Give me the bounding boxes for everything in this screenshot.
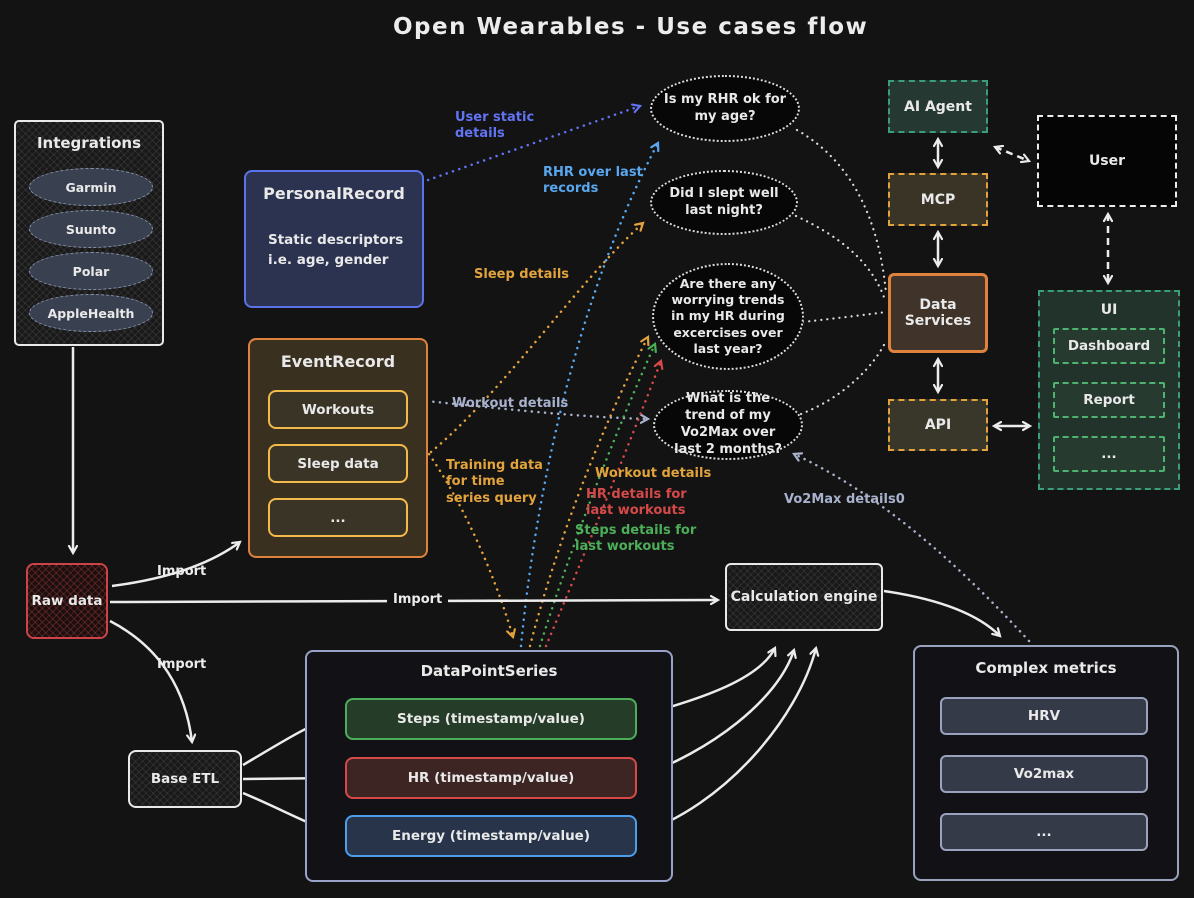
metric-more[interactable]: ...: [940, 813, 1148, 851]
label-import-baseetl: Import: [157, 657, 207, 672]
api-box: API: [888, 399, 988, 451]
label-vo2max-details: Vo2Max details0: [784, 492, 905, 507]
question-vo2max-trend: What is the trend of my Vo2Max over last…: [653, 390, 803, 460]
label-sleep-details: Sleep details: [474, 267, 570, 282]
ui-box: UI Dashboard Report ...: [1038, 290, 1180, 490]
personal-record-body: Static descriptors i.e. age, gender: [268, 232, 404, 269]
label-workout-details-yellow: Workout details: [595, 466, 712, 481]
event-record-title: EventRecord: [280, 352, 396, 371]
edge-q1-to-data-services: [795, 128, 888, 295]
event-record-workouts[interactable]: Workouts: [268, 390, 408, 429]
personal-record-title: PersonalRecord: [263, 184, 405, 203]
edge-q2-to-data-services: [794, 214, 887, 302]
edge-import-rawdata-baseetl: [109, 619, 192, 742]
series-energy[interactable]: Energy (timestamp/value): [345, 815, 637, 857]
edge-rhr-over-last-records: [519, 143, 658, 648]
label-workout-details-gray: Workout details: [452, 396, 569, 411]
integrations-box: Integrations Garmin Suunto Polar AppleHe…: [14, 120, 164, 346]
ui-report[interactable]: Report: [1053, 382, 1165, 418]
question-rhr-ok: Is my RHR ok for my age?: [650, 75, 800, 142]
label-import-calcengine: Import: [387, 592, 449, 609]
mcp-box: MCP: [888, 173, 988, 226]
label-steps-details: Steps details for last workouts: [575, 523, 697, 555]
page-title: Open Wearables - Use cases flow: [393, 14, 869, 40]
metric-hrv[interactable]: HRV: [940, 697, 1148, 735]
edge-import-rawdata-eventrecord: [111, 542, 240, 588]
edge-aiagent-user: [995, 147, 1029, 161]
data-services-box: Data Services: [888, 273, 988, 353]
integrations-title: Integrations: [36, 134, 142, 152]
label-rhr-over-last-records: RHR over last records: [543, 165, 643, 197]
datapoint-series-title: DataPointSeries: [420, 662, 558, 680]
edge-q4-to-data-services: [799, 339, 888, 416]
edge-steps-details: [538, 344, 655, 648]
label-training-data: Training data for time series query: [446, 458, 543, 506]
ui-dashboard[interactable]: Dashboard: [1053, 328, 1165, 364]
event-record-box: EventRecord Workouts Sleep data ...: [248, 338, 428, 558]
edge-calcengine-complexmetrics: [883, 589, 1000, 636]
metric-vo2max[interactable]: Vo2max: [940, 755, 1148, 793]
user-box: User: [1037, 115, 1177, 207]
edge-workout-details-to-vo2max-question: [405, 397, 648, 419]
integration-garmin[interactable]: Garmin: [29, 168, 153, 206]
ui-title: UI: [1100, 302, 1118, 318]
datapoint-series-box: DataPointSeries Steps (timestamp/value) …: [305, 650, 673, 882]
integration-polar[interactable]: Polar: [29, 252, 153, 290]
label-user-static-details: User static details: [455, 110, 535, 142]
complex-metrics-title: Complex metrics: [975, 659, 1117, 677]
label-import-eventrecord: Import: [157, 564, 207, 579]
calculation-engine-box: Calculation engine: [725, 563, 883, 631]
question-slept-well: Did I slept well last night?: [650, 170, 798, 235]
question-hr-trends: Are there any worrying trends in my HR d…: [652, 263, 804, 370]
ai-agent-box: AI Agent: [888, 80, 988, 133]
edge-user-static-details: [426, 106, 640, 182]
ui-more[interactable]: ...: [1053, 436, 1165, 472]
complex-metrics-box: Complex metrics HRV Vo2max ...: [913, 645, 1179, 881]
label-hr-details: HR details for last workouts: [586, 487, 687, 519]
personal-record-box: PersonalRecord Static descriptors i.e. a…: [244, 170, 424, 308]
edge-hr-details: [544, 361, 661, 648]
series-hr[interactable]: HR (timestamp/value): [345, 757, 637, 799]
series-steps[interactable]: Steps (timestamp/value): [345, 698, 637, 740]
edge-q3-to-data-services: [801, 310, 888, 324]
base-etl-box: Base ETL: [128, 750, 242, 808]
integration-applehealth[interactable]: AppleHealth: [29, 294, 153, 332]
event-record-more[interactable]: ...: [268, 498, 408, 537]
raw-data-box: Raw data: [26, 563, 108, 639]
event-record-sleep-data[interactable]: Sleep data: [268, 444, 408, 483]
integration-suunto[interactable]: Suunto: [29, 210, 153, 248]
edge-workout-details-yellow: [528, 337, 648, 648]
edge-sleep-details: [429, 223, 643, 454]
